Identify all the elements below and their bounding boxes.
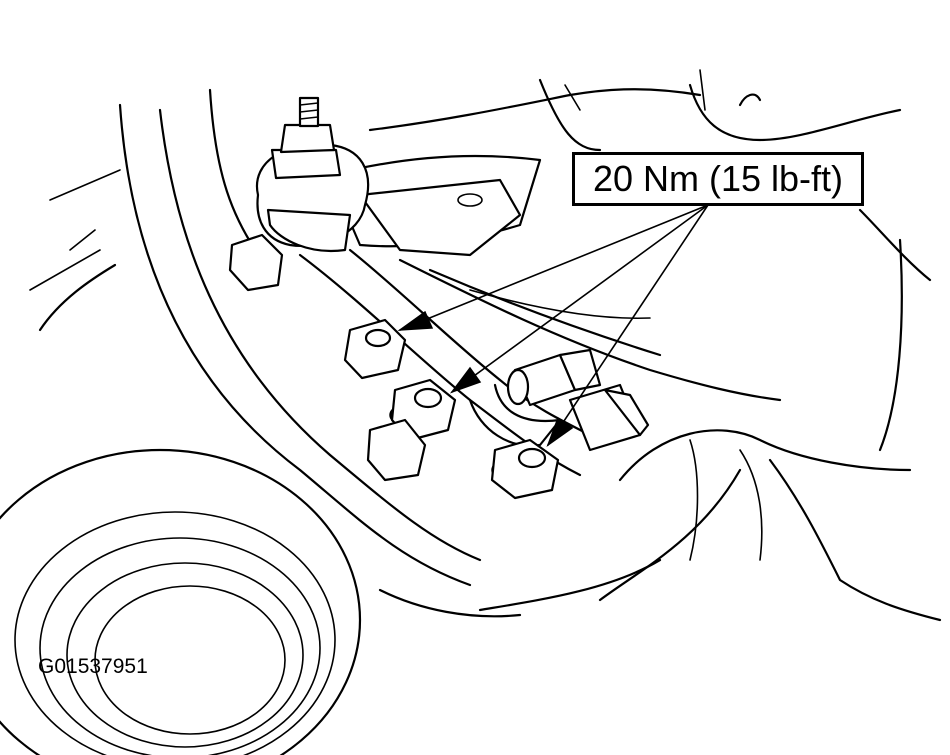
torque-label: 20 Nm (15 lb-ft)	[592, 158, 844, 199]
nut-icon	[228, 233, 560, 500]
ball-joint-icon	[255, 96, 370, 253]
torque-leader-lines	[397, 204, 709, 448]
wheel-hub-rings	[0, 448, 362, 755]
steering-knuckle	[29, 88, 522, 618]
torque-callout: 20 Nm (15 lb-ft)	[572, 152, 864, 206]
strut-housing	[368, 69, 932, 452]
brake-line-fitting-icon	[506, 348, 650, 452]
tie-rod-boot	[478, 429, 942, 622]
figure-id: G01537951	[38, 655, 148, 678]
control-arm-bracket	[328, 154, 542, 257]
